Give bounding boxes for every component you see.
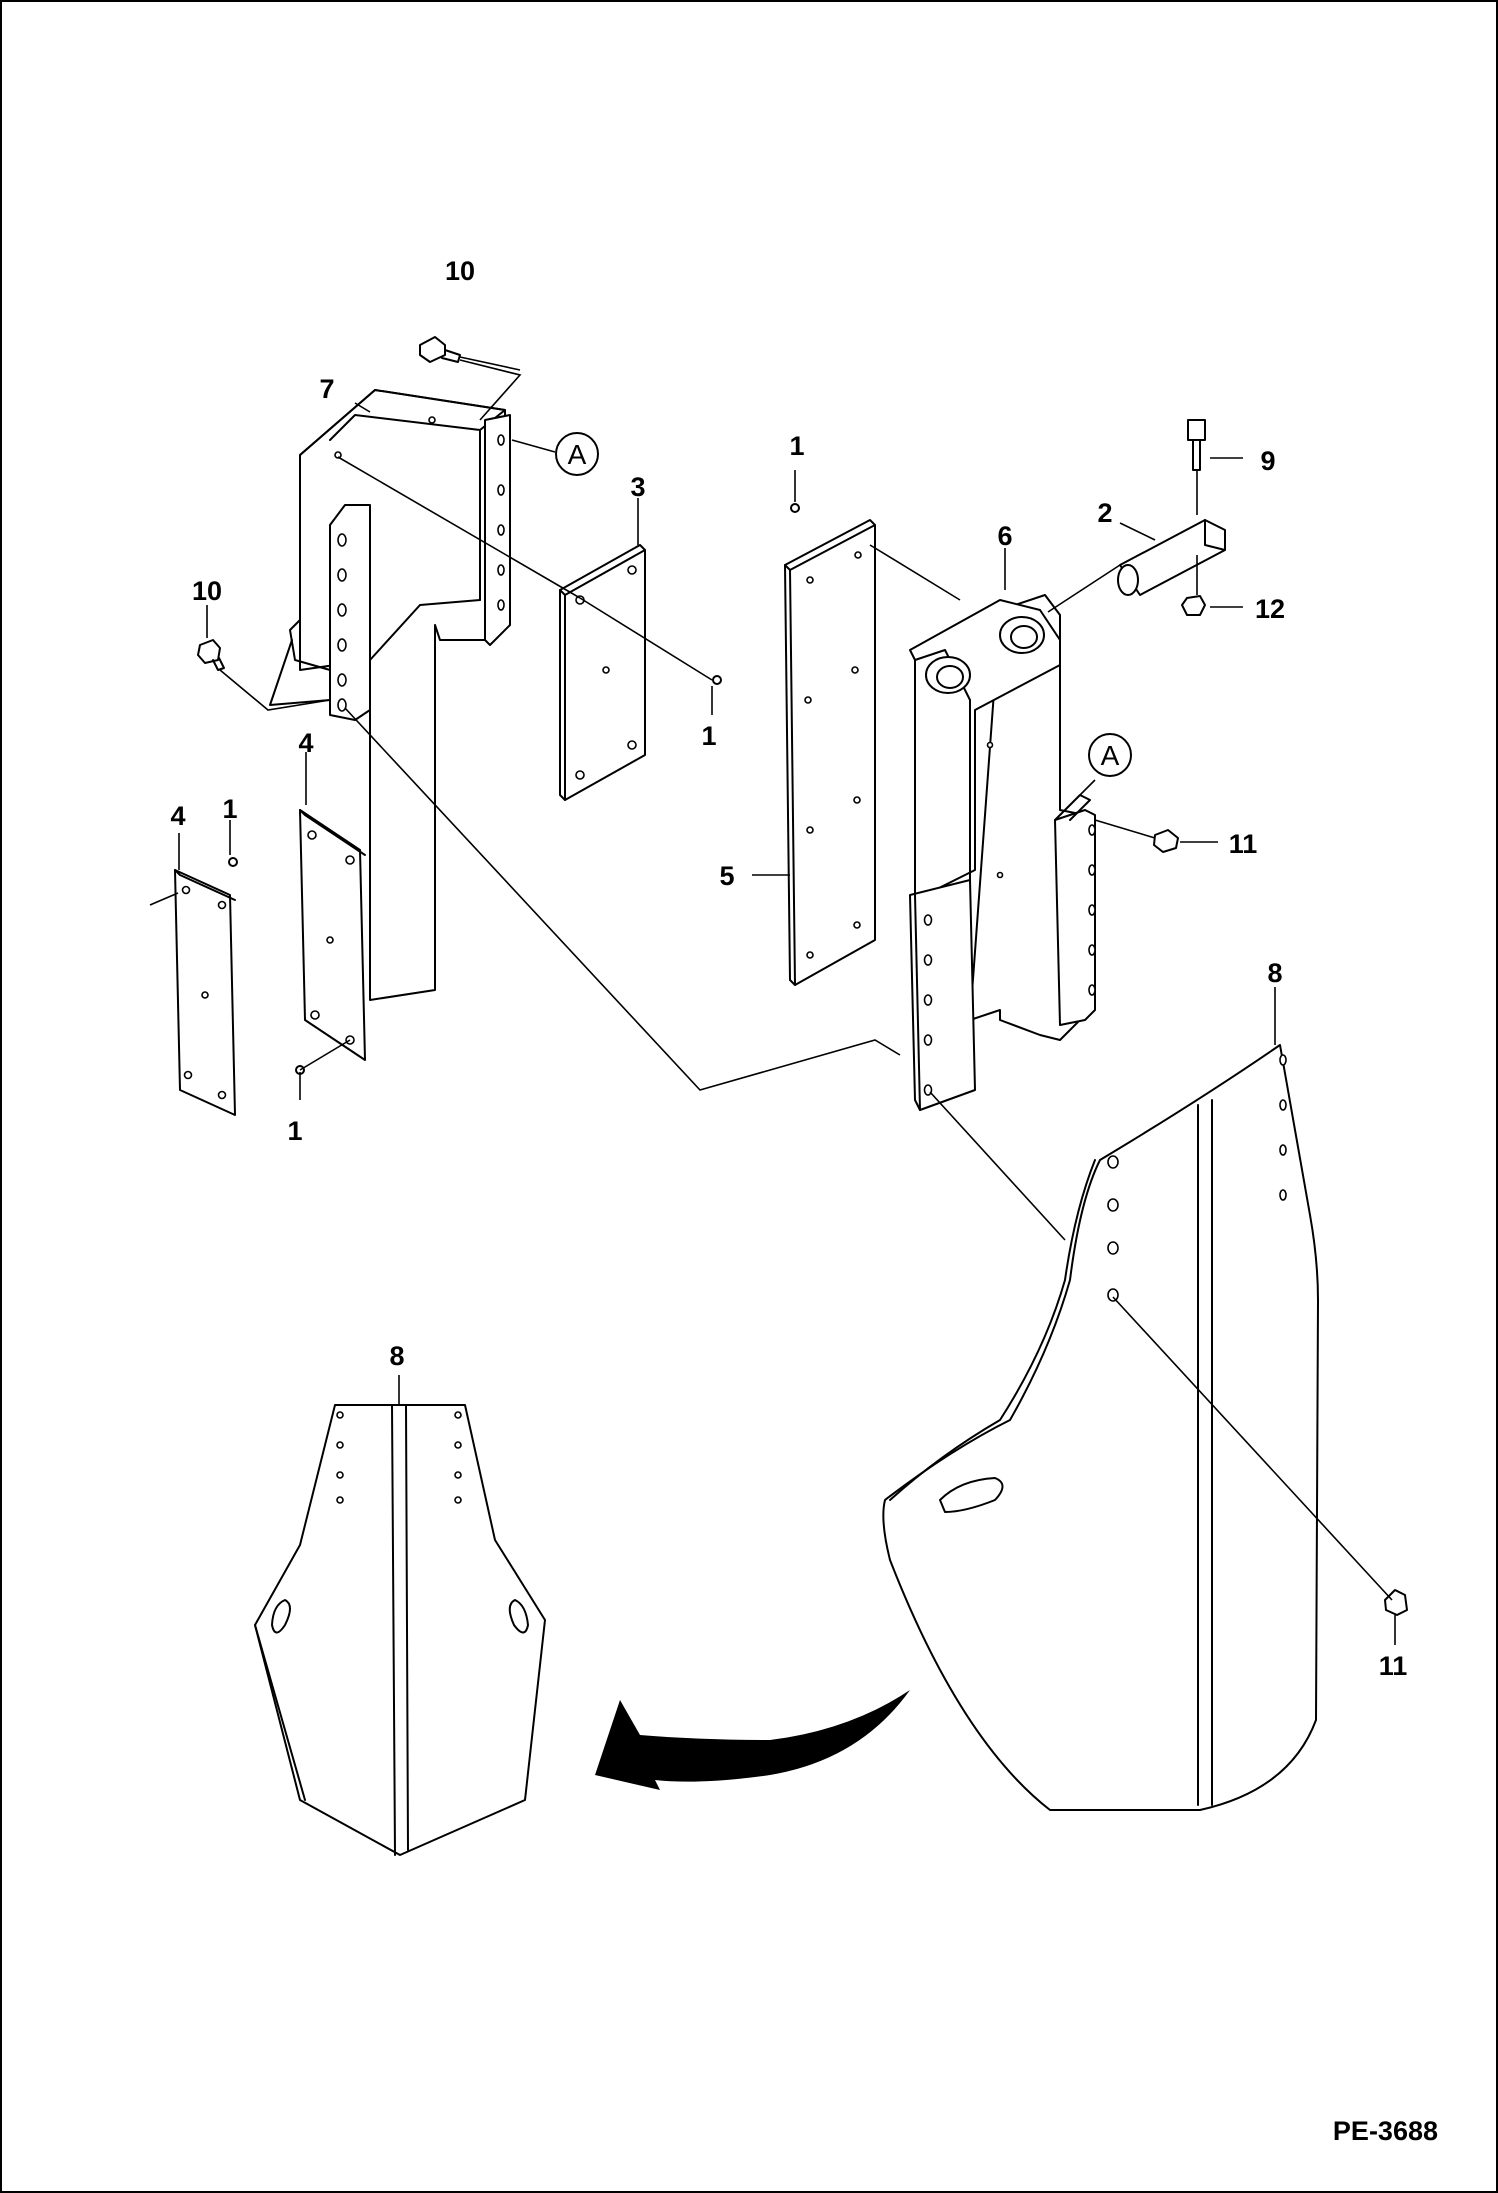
part-8-shroud-side [882,1044,1319,1811]
part-6-holes [923,741,1096,1096]
callout-a-right: A [1088,733,1132,777]
label-part-9: 9 [1260,446,1275,476]
part-11-nut-lower [1384,1589,1408,1616]
label-part-10-left: 10 [192,576,222,606]
rotation-arrow [595,1690,910,1790]
label-part-2: 2 [1097,498,1112,528]
part-2-pin [1117,519,1226,596]
label-part-1-left: 1 [222,794,237,824]
part-5-plate [784,519,876,986]
leader-lines [149,356,1396,1645]
label-part-12: 12 [1255,594,1285,624]
part-7-holes [334,416,505,712]
label-part-11-lower: 11 [1379,1651,1408,1681]
label-part-4-front: 4 [298,728,313,758]
label-part-11-upper: 11 [1229,829,1258,859]
part-labels: 10 7 3 1 10 1 4 4 1 1 6 2 9 12 5 11 8 8 … [170,256,1407,1681]
label-part-1-top: 1 [789,431,804,461]
label-part-7: 7 [319,374,334,404]
label-part-5: 5 [719,861,734,891]
part-10-bolt-left [197,639,225,671]
part-8-shroud-front [254,1404,546,1856]
label-part-4-back: 4 [170,801,185,831]
label-part-8-front: 8 [389,1341,404,1371]
callout-a-left-letter: A [568,439,587,470]
part-3-plate [559,544,646,801]
callout-a-left: A [555,432,599,476]
part-10-bolt-top [419,336,461,363]
label-part-6: 6 [997,521,1012,551]
part-4-plate-front [299,809,366,1061]
part-6-bracket [909,594,1096,1111]
label-part-10-top: 10 [445,256,475,286]
part-4-plate-back [174,869,236,1116]
part-1-screw-a [790,503,800,513]
label-part-8-side: 8 [1267,958,1282,988]
part-11-nut-upper [1153,829,1179,853]
drawing-code: PE-3688 [1333,2116,1438,2146]
label-part-1-right: 1 [701,721,716,751]
label-part-3: 3 [630,472,645,502]
part-12-nut [1181,595,1206,616]
part-1-screw-c [228,857,238,867]
part-9-bolt [1187,419,1206,471]
part-1-screw-b [712,675,722,685]
callout-a-right-letter: A [1101,740,1120,771]
label-part-1-bottom: 1 [287,1116,302,1146]
